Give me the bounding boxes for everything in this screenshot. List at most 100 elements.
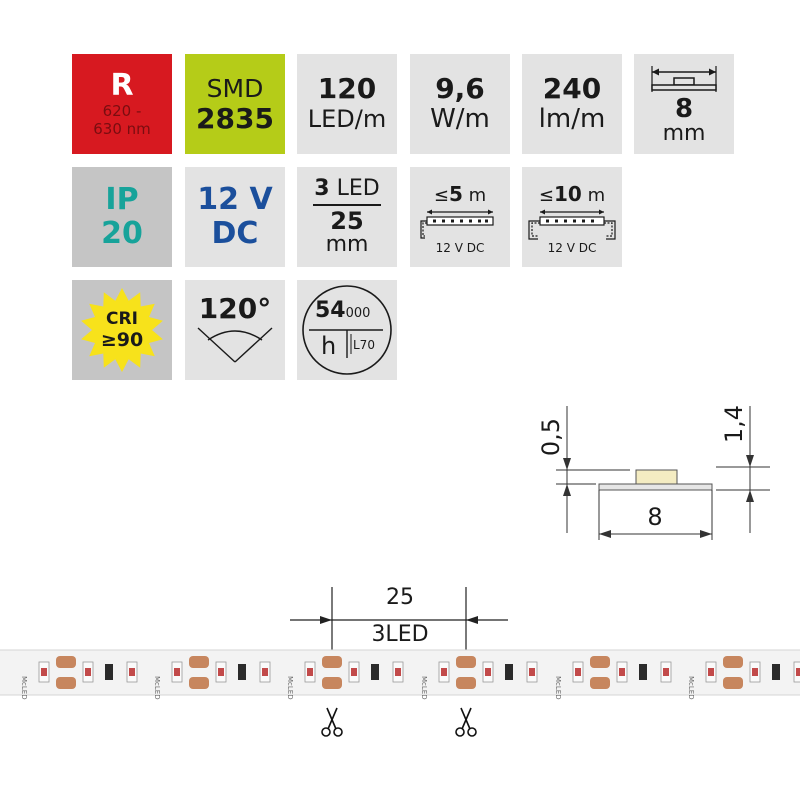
double-feed-prefix: ≤ <box>538 184 554 206</box>
led-emitter <box>485 668 491 676</box>
led-emitter <box>218 668 224 676</box>
single-feed-voltage: 12 V DC <box>435 240 485 255</box>
solder-pad <box>456 656 476 668</box>
brand-label: McLED <box>286 676 294 700</box>
single-feed-length: ≤5 m <box>434 184 486 206</box>
solder-pad <box>322 656 342 668</box>
led-emitter <box>129 668 135 676</box>
segment-count: 3 <box>314 176 330 201</box>
power-tile: 9,6 W/m <box>410 54 510 154</box>
lifetime-value: 54000 <box>315 298 370 323</box>
brand-label: McLED <box>420 676 428 700</box>
single-feed-tile: ≤5 m 12 V DC <box>410 167 510 267</box>
wavelength-line2: 630 nm <box>93 120 151 138</box>
solder-pad <box>56 656 76 668</box>
width-unit: mm <box>662 121 706 146</box>
power-value: 9,6 <box>435 72 485 105</box>
resistor <box>105 664 113 680</box>
solder-pad <box>723 656 743 668</box>
luminous-unit: lm/m <box>538 104 606 134</box>
double-feed-icon <box>528 209 616 240</box>
led-emitter <box>307 668 313 676</box>
led-emitter <box>752 668 758 676</box>
voltage-value: 12 V <box>197 182 273 217</box>
ip-label: IP <box>105 182 139 217</box>
single-feed-unit: m <box>468 184 487 206</box>
width-tile: 8 mm <box>634 54 734 154</box>
led-emitter <box>619 668 625 676</box>
segment-length: 25 <box>330 207 364 235</box>
smd-tile: SMD 2835 <box>185 54 285 154</box>
profile-width-label: 8 <box>647 503 663 531</box>
solder-pad <box>456 677 476 689</box>
led-emitter <box>41 668 47 676</box>
brand-label: McLED <box>20 676 28 700</box>
beam-angle-value: 120° <box>198 292 272 325</box>
lifetime-unit: h <box>321 332 337 360</box>
smd-label: SMD <box>206 74 264 103</box>
double-feed-value: 10 <box>553 181 582 206</box>
luminous-value: 240 <box>542 72 602 105</box>
resistor <box>772 664 780 680</box>
double-feed-length: ≤10 m <box>539 184 605 206</box>
angle-tile: 120° <box>185 280 285 380</box>
luminous-tile: 240 lm/m <box>522 54 622 154</box>
solder-pad <box>56 677 76 689</box>
led-density-value: 120 <box>317 72 377 105</box>
led-emitter <box>174 668 180 676</box>
lifetime-circle-icon <box>302 285 392 375</box>
resistor <box>371 664 379 680</box>
segment-tile: 3 LED 25 mm <box>297 167 397 267</box>
cri-label: CRI <box>106 309 138 329</box>
resistor <box>639 664 647 680</box>
beam-angle-icon <box>197 327 273 363</box>
solder-pad <box>189 677 209 689</box>
led-emitter <box>262 668 268 676</box>
segment-length-unit: mm <box>325 232 369 257</box>
width-value: 8 <box>674 94 694 124</box>
brand-label: McLED <box>687 676 695 700</box>
color-letter: R <box>110 68 134 103</box>
strip-width-icon <box>651 66 717 92</box>
led-emitter <box>85 668 91 676</box>
lifetime-suffix: 000 <box>345 306 371 321</box>
led-density-unit: LED/m <box>307 105 387 133</box>
led-emitter <box>575 668 581 676</box>
single-feed-icon <box>420 209 494 239</box>
solder-pad <box>590 656 610 668</box>
solder-pad <box>189 656 209 668</box>
ip-tile: IP 20 <box>72 167 172 267</box>
solder-pad <box>322 677 342 689</box>
cri-tile: CRI ≥90 <box>72 280 172 380</box>
brand-label: McLED <box>153 676 161 700</box>
led-density-tile: 120 LED/m <box>297 54 397 154</box>
ip-rating: 20 <box>101 216 143 251</box>
power-unit: W/m <box>430 104 490 134</box>
led-emitter <box>395 668 401 676</box>
voltage-type: DC <box>211 216 259 251</box>
brand-label: McLED <box>554 676 562 700</box>
segment-length-label: 25 <box>386 585 414 610</box>
led-emitter <box>529 668 535 676</box>
smd-code: 2835 <box>196 102 274 135</box>
color-tile: R 620 - 630 nm <box>72 54 172 154</box>
segment-divider <box>313 204 381 206</box>
led-emitter <box>351 668 357 676</box>
cri-value: ≥90 <box>100 329 144 351</box>
lifetime-tile: 54000 h L70 <box>297 280 397 380</box>
wavelength-line1: 620 - <box>102 102 142 120</box>
double-feed-voltage: 12 V DC <box>547 240 597 255</box>
segment-leds-label: 3LED <box>371 622 429 647</box>
resistor <box>505 664 513 680</box>
lifetime-standard: L70 <box>353 338 375 352</box>
double-feed-unit: m <box>587 184 606 206</box>
double-feed-tile: ≤10 m 12 V DC <box>522 167 622 267</box>
led-emitter <box>708 668 714 676</box>
led-emitter <box>441 668 447 676</box>
voltage-tile: 12 V DC <box>185 167 285 267</box>
cri-star-icon <box>81 288 163 372</box>
resistor <box>238 664 246 680</box>
lifetime-main: 54 <box>315 298 346 323</box>
segment-count-unit: LED <box>336 176 380 201</box>
